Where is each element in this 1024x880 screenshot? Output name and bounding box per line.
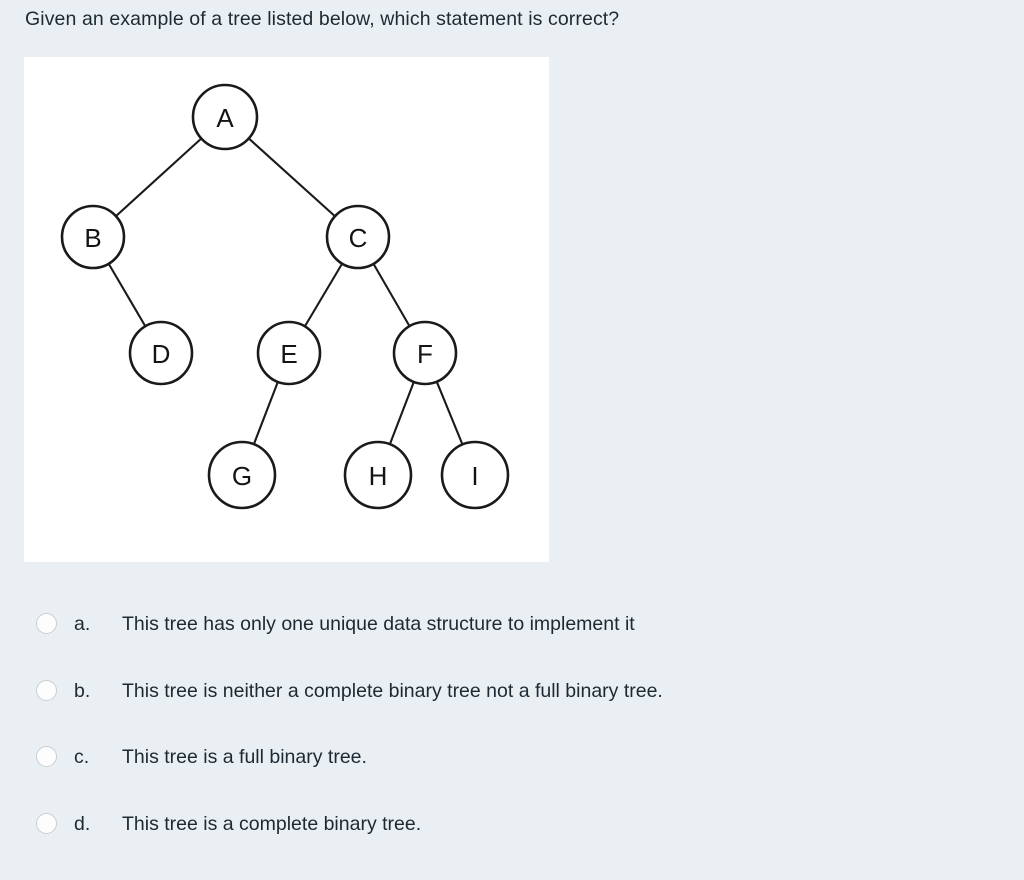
tree-edge-e-g	[252, 381, 279, 445]
tree-node-a: A	[191, 83, 259, 151]
tree-node-circle-h	[343, 440, 413, 510]
tree-node-label-a: A	[216, 103, 234, 133]
tree-node-label-i: I	[471, 461, 478, 491]
tree-node-circle-f	[392, 320, 458, 386]
tree-node-circle-d	[128, 320, 194, 386]
tree-node-e: E	[256, 320, 322, 386]
tree-node-label-f: F	[417, 339, 433, 369]
tree-node-circle-b	[60, 204, 126, 270]
option-text: This tree has only one unique data struc…	[122, 613, 635, 635]
tree-node-label-d: D	[152, 339, 171, 369]
tree-node-d: D	[128, 320, 194, 386]
tree-node-label-c: C	[349, 223, 368, 253]
tree-node-circle-c	[325, 204, 391, 270]
tree-node-circle-a	[191, 83, 259, 151]
answer-options-list: a. This tree has only one unique data str…	[0, 600, 1024, 866]
tree-node-g: G	[207, 440, 277, 510]
answer-option-c[interactable]: c. This tree is a full binary tree.	[0, 733, 1024, 800]
tree-edge-a-c	[248, 137, 336, 218]
tree-node-c: C	[325, 204, 391, 270]
tree-node-label-b: B	[84, 223, 101, 253]
tree-edge-b-d	[107, 263, 147, 327]
radio-button-b[interactable]	[36, 679, 57, 701]
radio-button-c[interactable]	[36, 746, 57, 767]
binary-tree-figure: A B C D E F G H I	[60, 83, 510, 510]
tree-node-label-e: E	[280, 339, 297, 369]
radio-button-d[interactable]	[36, 812, 57, 834]
tree-node-h: H	[343, 440, 413, 510]
option-letter: b.	[74, 679, 91, 702]
tree-node-circle-e	[256, 320, 322, 386]
option-letter: d.	[74, 812, 91, 835]
tree-diagram-panel: A B C D E F G H I	[24, 57, 549, 562]
tree-edge-a-b	[115, 137, 203, 217]
tree-node-label-g: G	[232, 461, 252, 491]
tree-node-label-h: H	[369, 461, 388, 491]
answer-option-d[interactable]: d. This tree is a complete binary tree.	[0, 800, 1024, 867]
option-text: This tree is neither a complete binary t…	[122, 679, 663, 702]
radio-button-a[interactable]	[36, 613, 57, 634]
answer-option-a[interactable]: a. This tree has only one unique data str…	[0, 600, 1024, 667]
option-letter: c.	[74, 746, 90, 768]
tree-edge-f-h	[388, 381, 415, 445]
answer-option-b[interactable]: b. This tree is neither a complete binary…	[0, 667, 1024, 734]
tree-edge-c-e	[303, 263, 344, 327]
tree-node-b: B	[60, 204, 126, 270]
tree-node-circle-g	[207, 440, 277, 510]
option-text: This tree is a complete binary tree.	[122, 812, 422, 835]
question-prompt: Given an example of a tree listed below,…	[25, 8, 620, 30]
tree-node-i: I	[440, 440, 510, 510]
tree-edge-f-i	[435, 381, 464, 445]
tree-edge-c-f	[372, 263, 411, 327]
tree-node-circle-i	[440, 440, 510, 510]
tree-node-f: F	[392, 320, 458, 386]
option-letter: a.	[74, 613, 91, 635]
option-text: This tree is a full binary tree.	[122, 746, 367, 768]
